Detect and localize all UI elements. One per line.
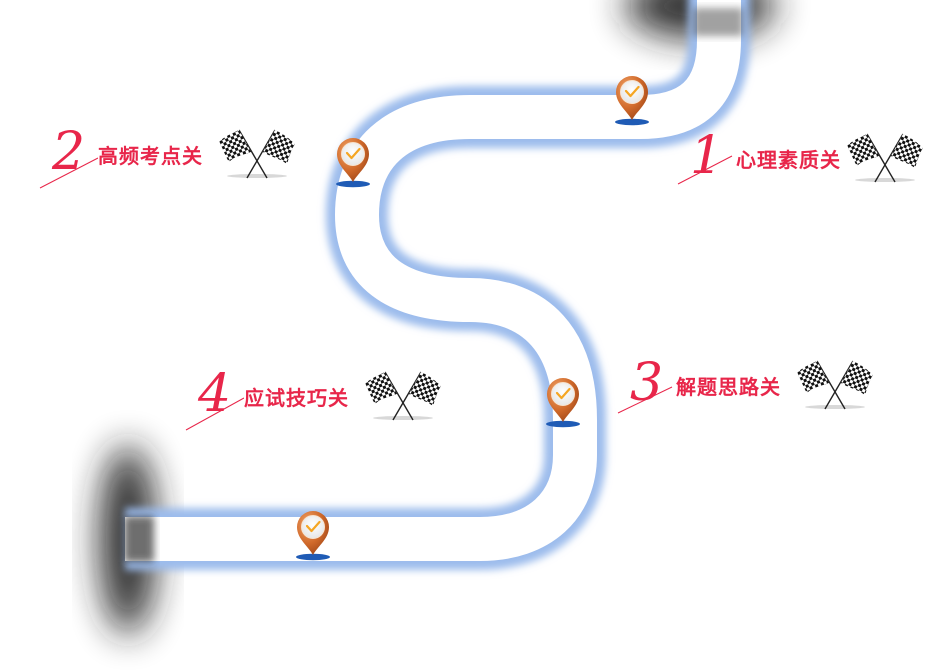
checkered-flags-icon [364, 371, 442, 421]
stage-title: 心理素质关 [736, 147, 841, 172]
stage-title: 高频考点关 [98, 143, 203, 168]
checkered-flags-icon [796, 360, 874, 410]
stage-1[interactable]: 1 心理素质关 [676, 128, 925, 188]
stage-number: 3 [616, 355, 673, 415]
road-start-fade [693, 8, 743, 36]
road-end-fade [124, 516, 154, 562]
stage-4[interactable]: 4 应试技巧关 [184, 366, 443, 431]
stage-number: 4 [184, 366, 244, 431]
stage-title: 应试技巧关 [244, 385, 349, 410]
stage-3[interactable]: 3 解题思路关 [616, 355, 875, 415]
stage-2[interactable]: 2 高频考点关 [38, 124, 297, 189]
checkered-flags-icon [218, 129, 296, 179]
checkered-flags-icon [846, 133, 924, 183]
stage-number: 1 [676, 128, 733, 188]
stage-title: 解题思路关 [676, 374, 781, 399]
stage-number: 2 [38, 124, 98, 189]
winding-road [125, 0, 750, 570]
